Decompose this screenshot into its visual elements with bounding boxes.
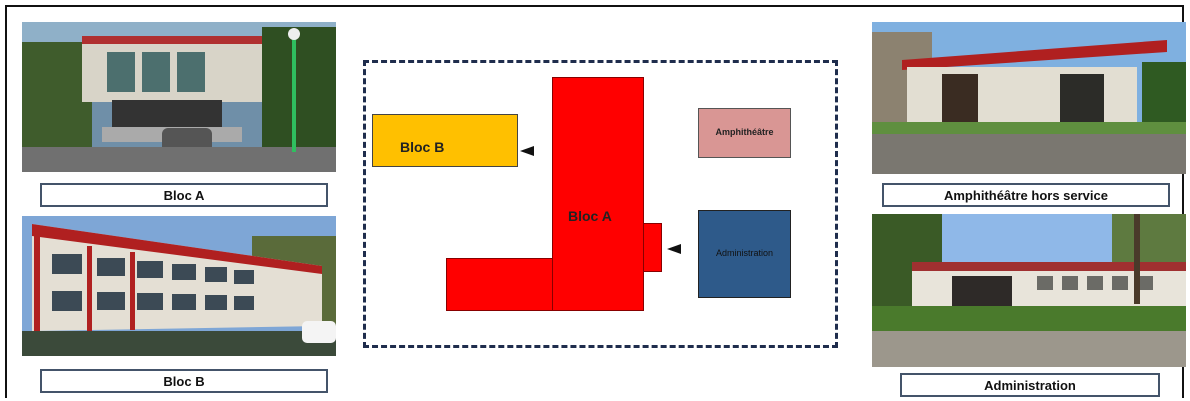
- bloc-b-caption: Bloc B: [40, 369, 328, 393]
- bloc-a-arrow: [667, 244, 681, 254]
- amphitheatre-caption: Amphithéâtre hors service: [882, 183, 1170, 207]
- bloc-a-wing-block: [446, 258, 553, 311]
- amphitheatre-block: [698, 108, 791, 158]
- site-plan: Bloc B Bloc A Amphithéâtre Administratio…: [363, 60, 838, 348]
- bloc-b-block: [372, 114, 518, 167]
- bloc-b-photo: [22, 216, 336, 356]
- amphitheatre-photo: [872, 22, 1186, 174]
- bloc-a-annex-block: [643, 223, 662, 272]
- administration-block: [698, 210, 791, 298]
- administration-photo: [872, 214, 1186, 367]
- bloc-a-photo: [22, 22, 336, 172]
- bloc-a-main-block: [552, 77, 644, 311]
- bloc-b-arrow: [520, 146, 534, 156]
- administration-caption: Administration: [900, 373, 1160, 397]
- administration-label: Administration: [715, 248, 774, 258]
- bloc-a-caption: Bloc A: [40, 183, 328, 207]
- figure-frame: [5, 5, 1184, 398]
- bloc-b-label: Bloc B: [400, 139, 445, 155]
- bloc-a-label: Bloc A: [568, 208, 612, 224]
- amphitheatre-label: Amphithéâtre: [715, 127, 774, 137]
